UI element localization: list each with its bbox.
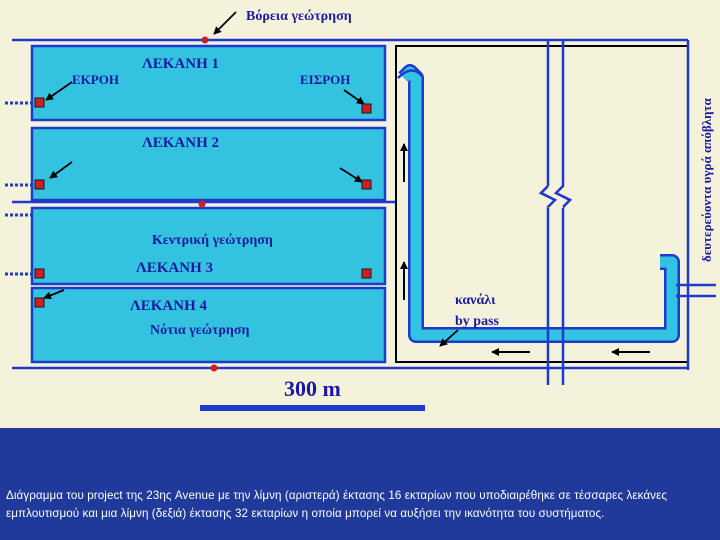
- bypass-channel: [398, 64, 680, 343]
- caption-band: [0, 428, 720, 540]
- south-ditch-label: Νότια γεώτρηση: [150, 323, 249, 338]
- right-lagoon: [395, 45, 689, 363]
- basin4-out-pointer: [43, 289, 65, 300]
- bypass-label-line1: κανάλι: [455, 293, 496, 308]
- basins: [30, 44, 387, 364]
- basin-2: [30, 126, 387, 202]
- caption: Διάγραμμα του project της 23ης Avenue με…: [6, 489, 668, 520]
- scale-label: 300 m: [284, 376, 341, 401]
- basin2-out-pointer: [49, 161, 73, 179]
- basin-3: [30, 206, 387, 286]
- basin1-label: ΛΕΚΑΝΗ 1: [142, 56, 219, 72]
- basin-1: [30, 44, 387, 122]
- outflow-label: ΕΚΡΟΗ: [72, 72, 119, 87]
- basin2-in-pointer: [339, 167, 363, 183]
- inflow-label: ΕΙΣΡΟΗ: [300, 72, 350, 87]
- bypass-pointer: [439, 329, 459, 347]
- wetland-diagram: Βόρεια γεώτρηση ΛΕΚΑΝΗ 1 ΕΚΡΟΗ ΕΙΣΡΟΗ ΛΕ…: [5, 9, 716, 411]
- effluent-ticks: [676, 283, 716, 298]
- north-ditch-label: Βόρεια γεώτρηση: [246, 9, 352, 24]
- inflow-bend: [397, 69, 423, 79]
- inflow-pointer: [343, 89, 365, 105]
- north-ditch-pointer: [213, 11, 237, 35]
- pointer-arrows: [43, 11, 459, 347]
- secondary-effluent-label: δευτερεύοντα υγρά απόβλητα: [699, 98, 714, 262]
- outlet-markers: [34, 97, 372, 308]
- outflow-dashes: [5, 101, 32, 276]
- basin2-label: ΛΕΚΑΝΗ 2: [142, 135, 219, 151]
- basin3-label: ΛΕΚΑΝΗ 3: [136, 260, 213, 276]
- south-well-dot: [210, 364, 218, 372]
- central-ditch-label: Κεντρική γεώτρηση: [152, 233, 273, 248]
- well-markers: [198, 36, 218, 372]
- central-well-dot: [198, 200, 206, 208]
- bypass-label-line2: by pass: [455, 314, 500, 329]
- basin4-label: ΛΕΚΑΝΗ 4: [130, 298, 208, 314]
- diagram-panel: Βόρεια γεώτρηση ΛΕΚΑΝΗ 1 ΕΚΡΟΗ ΕΙΣΡΟΗ ΛΕ…: [0, 9, 720, 429]
- outflow-pointer: [45, 81, 73, 101]
- basin-4: [30, 286, 387, 364]
- north-well-dot: [201, 36, 209, 44]
